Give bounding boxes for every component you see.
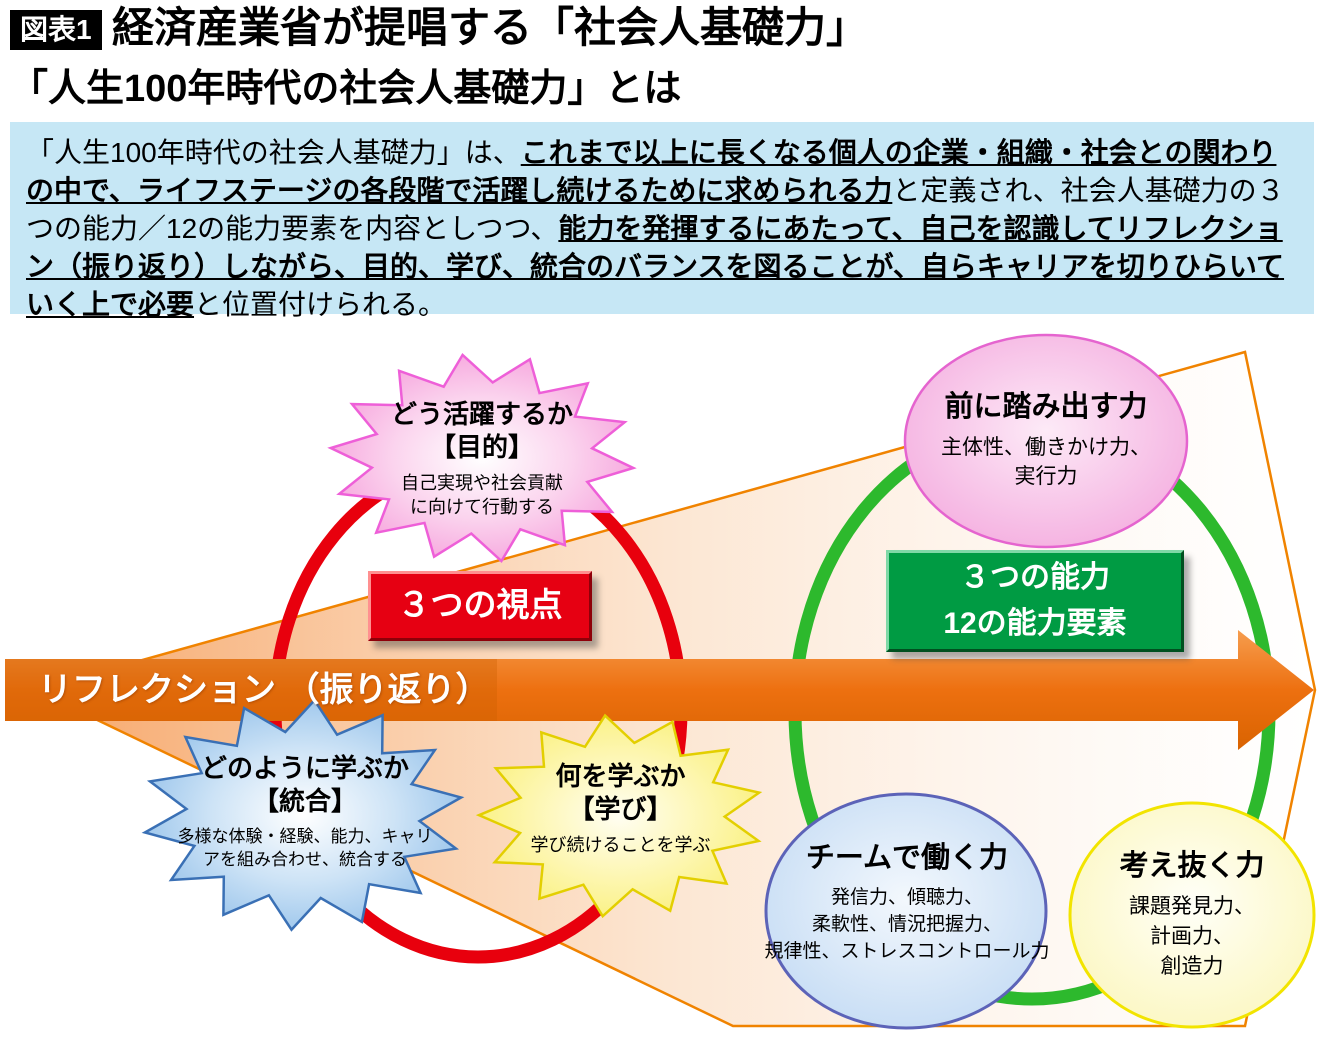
integration-burst-text: どのように学ぶか 【統合】 多様な体験・経験、能力、キャリ アを組み合わせ、統合… [140, 752, 470, 871]
thinking-body: 課題発見力、 [1129, 895, 1255, 918]
learning-burst-subtitle: 【学び】 [568, 794, 673, 824]
step-forward-body: 主体性、働きかけ力、 [941, 436, 1151, 459]
purpose-burst-body: に向けて行動する [410, 497, 554, 517]
step-forward-title: 前に踏み出す力 [944, 391, 1148, 423]
page-subtitle: 「人生100年時代の社会人基礎力」とは [10, 68, 682, 110]
learning-burst-text: 何を学ぶか 【学び】 学び続けることを学ぶ [483, 760, 758, 857]
step-forward-ellipse-text: 前に踏み出す力 主体性、働きかけ力、 実行力 [906, 388, 1186, 491]
intro-segment: と定義され、社会人基礎力の３つの能力／12の能力要素を内容としつつ、 [26, 175, 1285, 244]
purpose-burst-shape [327, 352, 637, 564]
reflection-arrow-label: リフレクション （振り返り） [38, 671, 490, 709]
learning-burst-body: 学び続けることを学ぶ [530, 835, 711, 855]
figure-number-badge: 図表1 [10, 10, 102, 50]
integration-burst-shape [141, 698, 465, 932]
intro-segment-emphasis: 能力を発揮するにあたって、自己を認識してリフレクション（振り返り）しながら、目的… [26, 213, 1285, 320]
thinking-body: 創造力 [1160, 955, 1224, 978]
thinking-title: 考え抜く力 [1119, 850, 1265, 882]
page-title: 経済産業省が提唱する「社会人基礎力」 [112, 4, 869, 51]
three-abilities-box: ３つの能力 12の能力要素 [886, 550, 1184, 652]
step-forward-body: 実行力 [1014, 465, 1078, 488]
intro-segment: 「人生100年時代の社会人基礎力」は、 [26, 137, 521, 168]
step-forward-ellipse-shape [903, 333, 1189, 549]
teamwork-body: 柔軟性、情況把握力、 [811, 914, 1002, 935]
teamwork-ellipse-shape [764, 792, 1048, 1030]
learning-burst-shape [475, 713, 763, 919]
thinking-ellipse-text: 考え抜く力 課題発見力、 計画力、 創造力 [1072, 848, 1312, 982]
learning-burst-title: 何を学ぶか [555, 761, 686, 791]
teamwork-body: 発信力、傾聴力、 [830, 887, 983, 908]
reflection-arrow [5, 630, 1314, 750]
purpose-burst-title: どう活躍するか [390, 399, 573, 429]
intro-segment-emphasis: これまで以上に長くなる個人の企業・組織・社会との関わりの中で、ライフステージの各… [26, 137, 1277, 206]
integration-burst-body: 多様な体験・経験、能力、キャリ [177, 827, 433, 846]
integration-burst-title: どのように学ぶか [200, 753, 409, 783]
teamwork-body: 規律性、ストレスコントロール力 [764, 941, 1050, 962]
thinking-body: 計画力、 [1150, 925, 1234, 948]
teamwork-title: チームで働く力 [805, 842, 1009, 874]
three-abilities-line1: ３つの能力 [960, 561, 1110, 594]
intro-segment: と位置付けられる。 [194, 289, 447, 320]
three-viewpoints-box: ３つの視点 [368, 571, 592, 641]
purpose-burst-text: どう活躍するか 【目的】 自己実現や社会貢献 に向けて行動する [322, 398, 642, 519]
integration-burst-body: アを組み合わせ、統合する [203, 850, 407, 869]
intro-text-box: 「人生100年時代の社会人基礎力」は、これまで以上に長くなる個人の企業・組織・社… [10, 122, 1314, 320]
thinking-ellipse-shape [1068, 801, 1316, 1029]
three-abilities-line2: 12の能力要素 [943, 607, 1127, 640]
integration-burst-subtitle: 【統合】 [252, 786, 357, 816]
purpose-burst-body: 自己実現や社会貢献 [401, 473, 563, 493]
teamwork-ellipse-text: チームで働く力 発信力、傾聴力、 柔軟性、情況把握力、 規律性、ストレスコントロ… [762, 840, 1052, 965]
purpose-burst-subtitle: 【目的】 [429, 432, 534, 462]
